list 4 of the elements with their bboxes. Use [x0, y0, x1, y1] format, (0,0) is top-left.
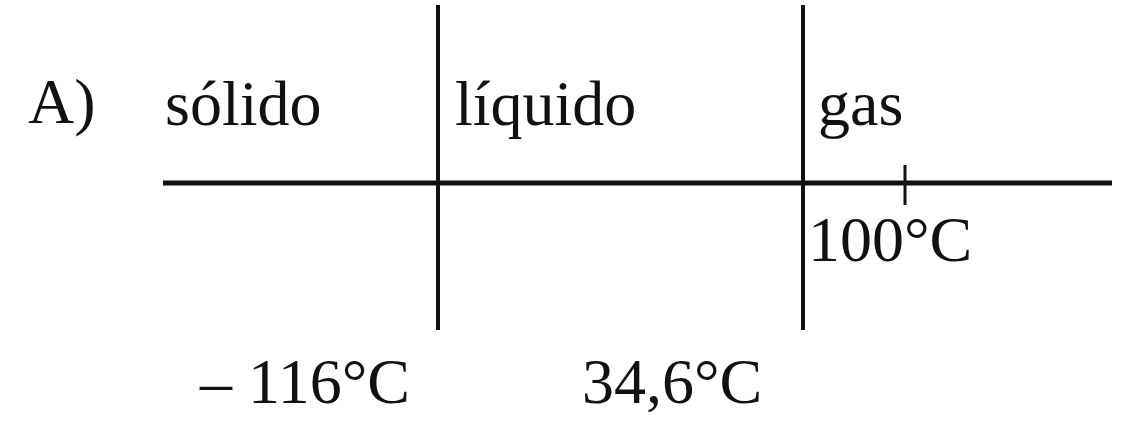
temperature-label: 100°C: [808, 208, 973, 272]
phase-label: sólido: [165, 72, 322, 136]
temperature-label: 34,6°C: [582, 350, 763, 414]
temperature-label: – 116°C: [200, 350, 410, 414]
